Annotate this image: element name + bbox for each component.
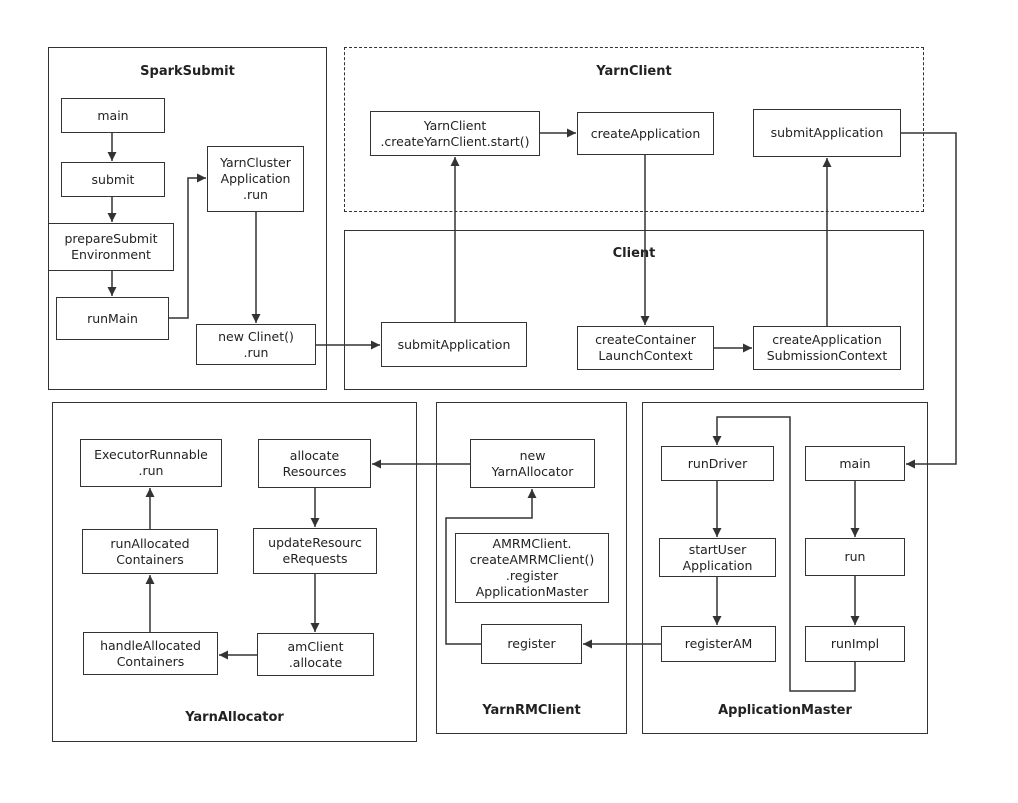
group-title-yarn-allocator: YarnAllocator [185,710,284,725]
node-yarn-client-create-start: YarnClient .createYarnClient.start() [370,111,540,156]
node-new-clinet-run: new Clinet() .run [196,324,316,365]
group-title-spark-submit: SparkSubmit [140,64,235,79]
group-yarn-allocator: YarnAllocator [52,402,417,742]
node-run-allocated-containers: runAllocated Containers [82,529,218,574]
node-new-yarn-allocator: new YarnAllocator [470,439,595,488]
node-register-am: registerAM [661,626,776,662]
edge-submitapp-ammain [901,132,957,469]
edge-runimpl-rundriver [712,416,856,692]
node-main: main [61,98,165,133]
group-title-yarn-rm-client: YarnRMClient [482,703,581,718]
node-run-driver: runDriver [661,446,774,481]
node-create-application: createApplication [577,112,714,155]
node-yarnclient-submit-application: submitApplication [753,109,901,157]
node-client-submit-application: submitApplication [381,322,527,367]
node-handle-allocated-containers: handleAllocated Containers [83,632,218,675]
node-register: register [481,624,582,664]
node-run-impl: runImpl [805,626,905,662]
node-create-application-submission-context: createApplication SubmissionContext [753,326,901,370]
node-am-client-allocate: amClient .allocate [257,633,374,676]
group-title-yarn-client: YarnClient [596,64,672,79]
edge-runmain-yarncluster [169,173,206,319]
node-submit: submit [61,162,165,197]
node-prepare-submit-environment: prepareSubmit Environment [48,223,174,271]
node-start-user-application: startUser Application [659,538,776,577]
node-allocate-resources: allocate Resources [258,439,371,488]
group-yarn-client: YarnClient [344,47,924,212]
edge-register-newyarnallocator [445,489,537,645]
node-am-run: run [805,538,905,576]
group-spark-submit: SparkSubmit [48,47,327,390]
node-update-resource-requests: updateResourc eRequests [253,528,377,574]
node-am-main: main [805,446,905,481]
node-amrm-client-register: AMRMClient. createAMRMClient() .register… [455,533,609,603]
node-executor-runnable-run: ExecutorRunnable .run [80,439,222,487]
node-create-container-launch-context: createContainer LaunchContext [577,326,714,370]
group-title-application-master: ApplicationMaster [718,703,852,718]
node-yarn-cluster-application-run: YarnCluster Application .run [207,146,304,212]
node-run-main: runMain [56,297,169,340]
group-yarn-rm-client: YarnRMClient [436,402,627,734]
group-application-master: ApplicationMaster [642,402,928,734]
